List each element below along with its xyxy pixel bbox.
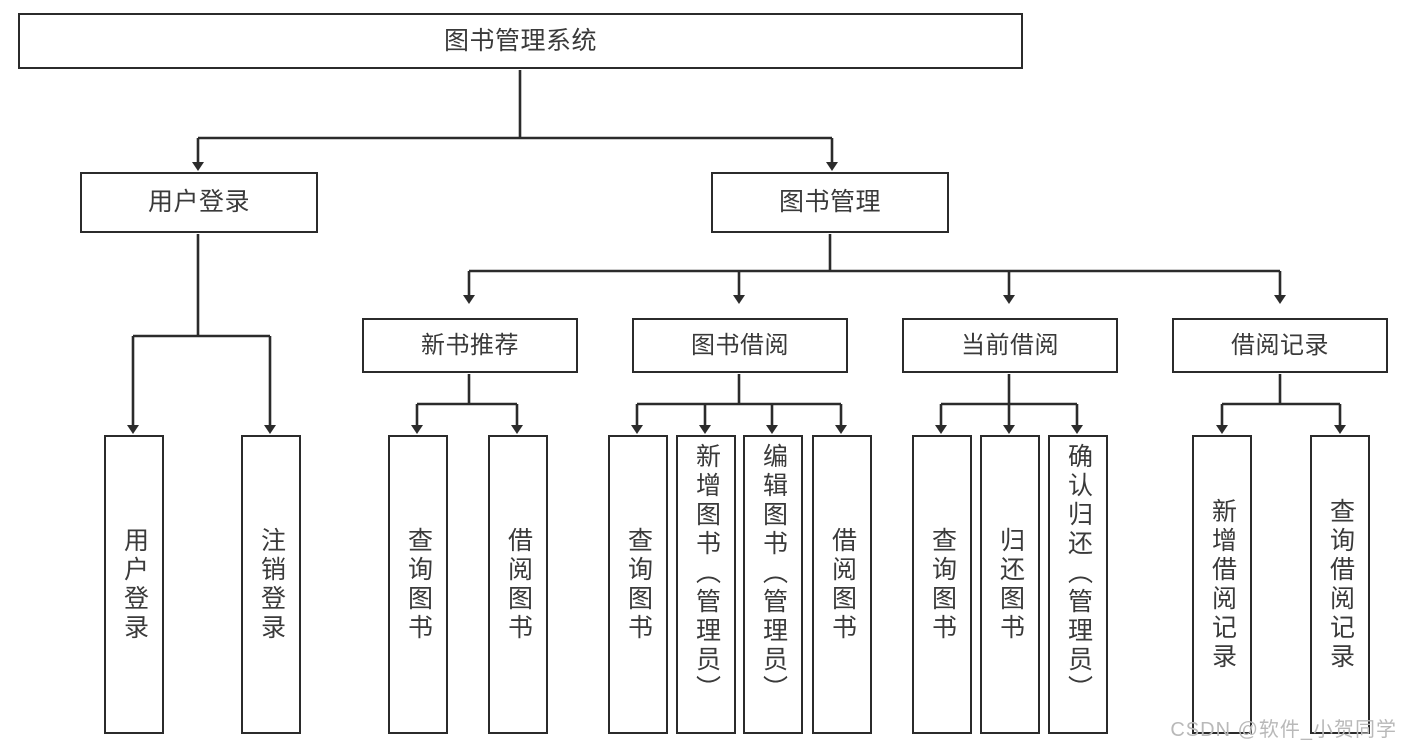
node-leaf-user-login[interactable]: 用户登录 [104, 435, 164, 734]
node-label: 借阅图书 [828, 526, 857, 643]
node-label: 查询图书 [624, 526, 653, 643]
node-leaf-query-book-current[interactable]: 查询图书 [912, 435, 972, 734]
node-leaf-query-borrow-record[interactable]: 查询借阅记录 [1310, 435, 1370, 734]
node-label: 新增借阅记录 [1208, 497, 1237, 672]
node-leaf-query-book-recommend[interactable]: 查询图书 [388, 435, 448, 734]
node-book-manage[interactable]: 图书管理 [711, 172, 949, 233]
node-book-borrow[interactable]: 图书借阅 [632, 318, 848, 373]
node-leaf-logout[interactable]: 注销登录 [241, 435, 301, 734]
node-label: 查询图书 [928, 526, 957, 643]
node-leaf-return-book[interactable]: 归还图书 [980, 435, 1040, 734]
node-user-login[interactable]: 用户登录 [80, 172, 318, 233]
node-label: 归还图书 [996, 526, 1025, 643]
node-label: 注销登录 [257, 526, 286, 643]
node-leaf-borrow-book-recommend[interactable]: 借阅图书 [488, 435, 548, 734]
node-label: 图书管理 [778, 188, 881, 217]
node-label: 新增图书（管理员） [692, 443, 721, 704]
node-leaf-add-book[interactable]: 新增图书（管理员） [676, 435, 736, 734]
node-label: 当前借阅 [961, 331, 1059, 359]
node-label: 新书推荐 [421, 331, 519, 359]
node-leaf-confirm-return[interactable]: 确认归还（管理员） [1048, 435, 1108, 734]
node-label: 图书借阅 [691, 331, 789, 359]
node-label: 查询借阅记录 [1326, 497, 1355, 672]
node-borrow-record[interactable]: 借阅记录 [1172, 318, 1388, 373]
node-book-management-system[interactable]: 图书管理系统 [18, 13, 1023, 69]
node-leaf-edit-book[interactable]: 编辑图书（管理员） [743, 435, 803, 734]
node-label: 图书管理系统 [443, 26, 597, 55]
node-leaf-borrow-book[interactable]: 借阅图书 [812, 435, 872, 734]
node-label: 借阅图书 [504, 526, 533, 643]
node-label: 用户登录 [147, 188, 250, 217]
node-label: 编辑图书（管理员） [759, 443, 788, 704]
node-leaf-query-book-borrow[interactable]: 查询图书 [608, 435, 668, 734]
node-label: 查询图书 [404, 526, 433, 643]
node-label: 借阅记录 [1231, 331, 1329, 359]
csdn-watermark: CSDN @软件_小贺同学 [1170, 719, 1397, 741]
node-new-book-recommend[interactable]: 新书推荐 [362, 318, 578, 373]
node-label: 确认归还（管理员） [1064, 443, 1093, 704]
node-leaf-add-borrow-record[interactable]: 新增借阅记录 [1192, 435, 1252, 734]
node-label: 用户登录 [120, 526, 149, 643]
node-current-borrow[interactable]: 当前借阅 [902, 318, 1118, 373]
